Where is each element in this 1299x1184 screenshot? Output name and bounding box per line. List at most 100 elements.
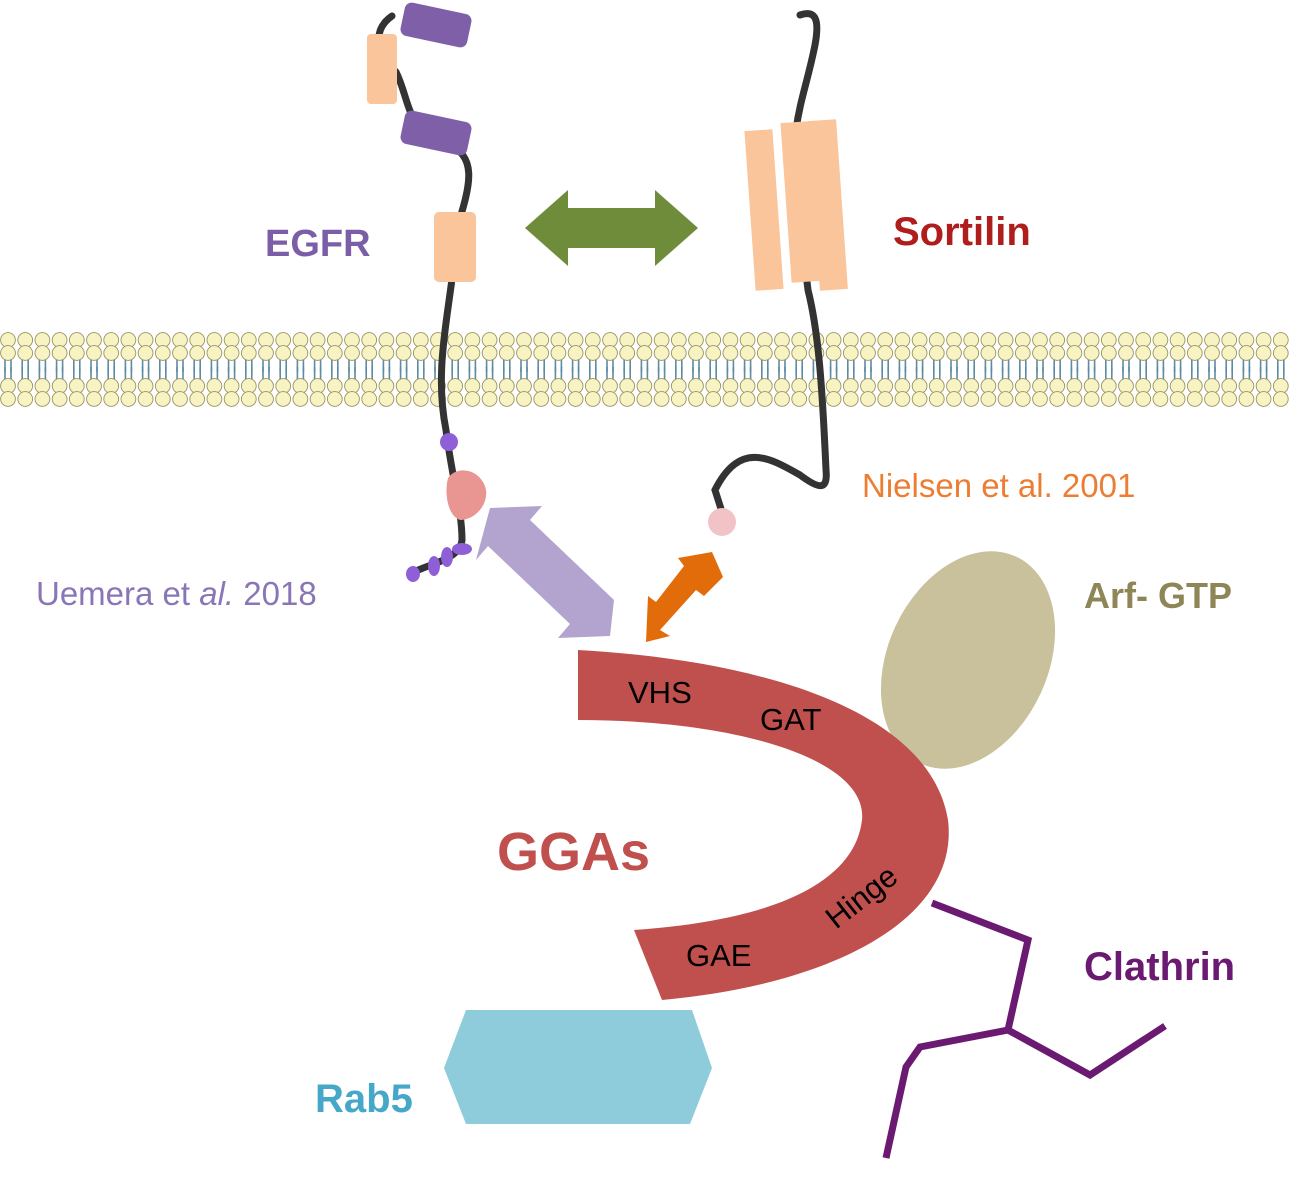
lipid-tail: [640, 367, 649, 381]
lipid-tail: [313, 367, 322, 381]
lipid-head: [1255, 391, 1272, 407]
lipid-tail: [141, 367, 150, 381]
lipid-head: [928, 391, 945, 407]
lipid-head: [980, 391, 997, 407]
egfr-phospho-site: [440, 433, 458, 451]
lipid-head: [653, 391, 670, 407]
sortilin-blade-3: [808, 119, 848, 291]
lipid-head: [326, 345, 343, 361]
lipid-head: [911, 391, 928, 407]
lipid-head: [739, 391, 756, 407]
lipid-tail: [38, 367, 47, 381]
lipid-tail: [1191, 367, 1199, 381]
egfr-sortilin-double-arrow: [525, 190, 698, 266]
egfr-tail-bead-4: [406, 566, 420, 582]
lipid-head: [464, 345, 481, 361]
lipid-head: [946, 345, 962, 361]
lipid-head: [980, 345, 997, 361]
lipid-head: [206, 391, 223, 407]
lipid-head: [1066, 391, 1083, 407]
sortilin-chain: [711, 10, 830, 516]
lipid-tail: [348, 367, 356, 381]
lipid-tail: [1139, 367, 1147, 381]
lipid-tail: [1087, 367, 1096, 381]
lipid-head: [1014, 391, 1031, 407]
lipid-head: [584, 391, 601, 407]
lipid-head: [894, 345, 911, 361]
lipid-head: [1135, 345, 1152, 361]
egfr-receptor: [367, 2, 487, 582]
lipid-head: [172, 391, 188, 407]
lipid-tail: [761, 367, 769, 381]
lipid-head: [481, 345, 498, 361]
lipid-head: [498, 391, 515, 407]
lipid-head: [584, 345, 601, 361]
lipid-head: [670, 345, 687, 361]
lipid-head: [756, 391, 773, 407]
lipid-tail: [55, 367, 64, 381]
lipid-tail: [296, 367, 305, 381]
lipid-head: [361, 345, 378, 361]
lipid-head: [17, 391, 34, 407]
lipid-tail: [520, 367, 528, 381]
lipid-head: [1272, 391, 1289, 407]
lipid-tail: [1105, 367, 1113, 381]
lipid-head: [1014, 345, 1031, 361]
lipid-head: [1118, 391, 1134, 407]
lipid-head: [1083, 345, 1100, 361]
lipid-tail: [554, 367, 563, 381]
lipid-tail: [589, 367, 597, 381]
plasma-membrane: [0, 332, 1289, 407]
lipid-head: [997, 391, 1014, 407]
lipid-head: [1100, 345, 1117, 361]
ggas-body: [578, 650, 949, 1000]
lipid-tail: [915, 367, 924, 381]
lipid-tail: [468, 367, 477, 381]
lipid-tail: [1019, 367, 1027, 381]
lipid-head: [705, 345, 722, 361]
lipid-head: [326, 391, 343, 407]
lipid-head: [240, 345, 257, 361]
lipid-head: [172, 345, 188, 361]
lipid-head: [481, 391, 498, 407]
lipid-head: [842, 345, 859, 361]
lipid-tail: [399, 367, 408, 381]
egfr-purple-domain-2: [400, 110, 472, 156]
lipid-head: [636, 345, 653, 361]
lipid-tail: [1208, 367, 1216, 381]
lipid-head: [1100, 391, 1117, 407]
lipid-tail: [984, 367, 993, 381]
lipid-head: [395, 345, 412, 361]
lipid-head: [275, 345, 292, 361]
lipid-head: [1169, 391, 1186, 407]
lipid-tail: [4, 367, 12, 381]
egfr-tail-bead-1: [452, 543, 472, 555]
lipid-head: [223, 345, 240, 361]
lipid-head: [275, 391, 292, 407]
lipid-heads-lower: [0, 378, 1289, 407]
lipid-tail: [1001, 367, 1010, 381]
lipid-tail: [657, 367, 666, 381]
lipid-tail: [898, 367, 907, 381]
lipid-head: [963, 391, 980, 407]
lipid-head: [344, 345, 360, 361]
lipid-head: [774, 391, 790, 407]
lipid-tail: [1259, 367, 1268, 381]
lipid-tail: [692, 367, 700, 381]
lipid-head: [0, 391, 16, 407]
rab5-label: Rab5: [315, 1077, 413, 1121]
lipid-head: [412, 345, 429, 361]
lipid-tail: [365, 367, 373, 381]
lipid-head: [137, 391, 154, 407]
lipid-tail: [1173, 367, 1182, 381]
lipid-head: [464, 391, 481, 407]
uemera-italic: al.: [199, 575, 234, 612]
lipid-head: [51, 391, 68, 407]
egfr-gga-double-arrow: [476, 506, 614, 638]
lipid-head: [1066, 345, 1083, 361]
lipid-tail: [1036, 367, 1044, 381]
lipid-head: [842, 391, 859, 407]
lipid-tail: [829, 367, 838, 381]
lipid-head: [378, 345, 395, 361]
